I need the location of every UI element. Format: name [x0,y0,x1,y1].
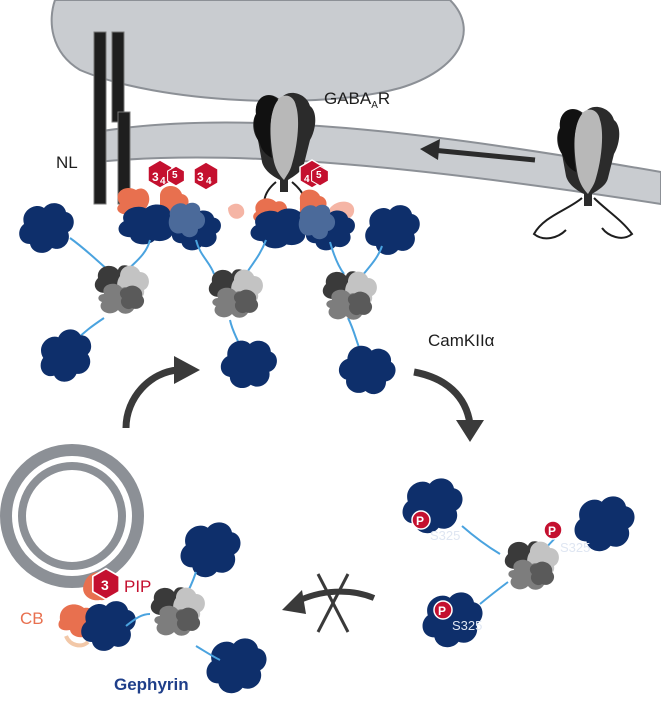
neuroligin-label: NL [56,153,78,172]
arrow-icon [122,356,200,429]
collybistin-cluster [19,185,420,255]
pip-markers: 3 4 5 3 4 4 5 [147,159,329,191]
pip-label: PIP [124,577,151,596]
svg-text:5: 5 [316,170,322,181]
gephyrin-trimer-icon [33,237,402,404]
extrasynaptic-receptor-icon [532,106,634,240]
collybistin-label: CB [20,609,44,628]
svg-text:4: 4 [160,176,166,187]
svg-text:4: 4 [304,174,310,185]
svg-text:P: P [438,604,446,618]
vesicle-bound-complex: 3 [58,522,267,694]
phosphorylated-gephyrin: P P P S325 S325 S325 [402,478,635,648]
arrow-icon [413,368,484,442]
arrow-icon [420,139,536,163]
phospho-icon [411,510,563,620]
svg-text:3: 3 [152,170,159,184]
neuroligin-icon [93,31,131,205]
camkii-label: CamKIIα [428,331,495,350]
svg-text:P: P [416,514,424,528]
svg-text:4: 4 [206,176,212,187]
svg-text:5: 5 [172,170,178,181]
phosphosite-label: S325 [560,540,590,555]
gephyrin-label: Gephyrin [114,675,189,694]
phosphosite-label: S325 [452,618,482,633]
svg-text:3: 3 [197,170,204,184]
vesicle-icon [0,444,144,588]
svg-text:3: 3 [101,577,109,593]
svg-text:P: P [548,524,556,538]
phosphosite-label: S325 [430,528,460,543]
blocked-arrow-icon [282,573,376,633]
gaba-a-receptor-label: GABAAR [324,89,390,111]
